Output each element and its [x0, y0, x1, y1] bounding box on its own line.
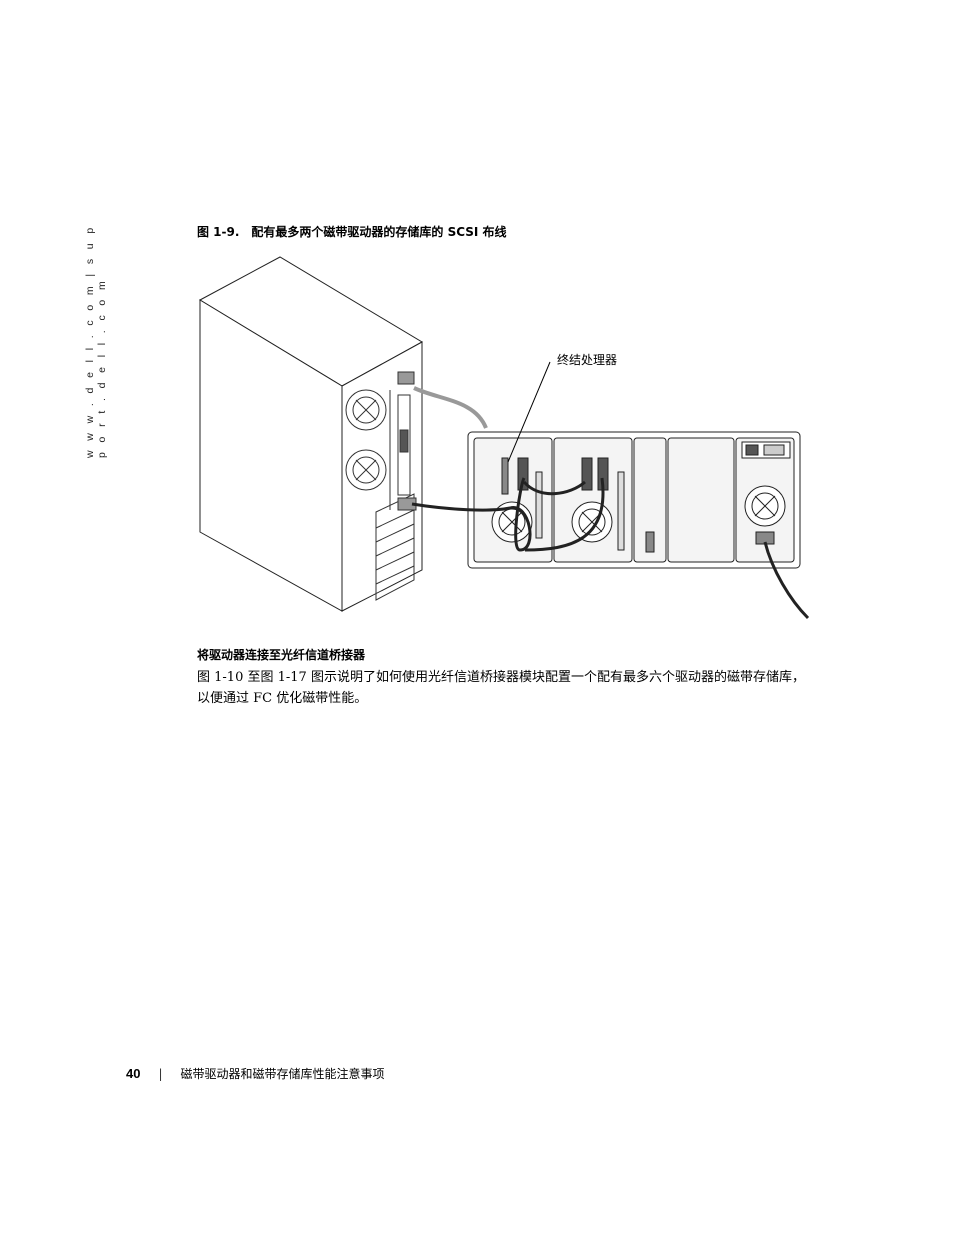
power-cable: [413, 386, 488, 429]
chapter-title: 磁带驱动器和磁带存储库性能注意事项: [180, 1067, 385, 1081]
section-heading: 将驱动器连接至光纤信道桥接器: [197, 648, 366, 662]
scsi-cable-2: [522, 480, 586, 496]
scsi-cable-1: [411, 477, 532, 552]
sidebar-url: w w w . d e l l . c o m | s u p p o r t …: [84, 224, 108, 458]
callout-leader-line: [507, 361, 551, 463]
tower-computer: [198, 256, 424, 612]
power-cord-library: [763, 541, 810, 620]
page-number: 40: [126, 1066, 141, 1081]
figure-caption: 图 1-9. 配有最多两个磁带驱动器的存储库的 SCSI 布线: [197, 223, 507, 240]
body-paragraph: 图 1-10 至图 1-17 图示说明了如何使用光纤信道桥接器模块配置一个配有最…: [197, 670, 805, 706]
figure-number: 图 1-9.: [197, 225, 240, 239]
tape-library: [467, 431, 801, 569]
footer-separator: |: [158, 1067, 163, 1081]
terminator-callout: 终结处理器: [557, 353, 618, 367]
scsi-cabling-illustration: [198, 256, 810, 620]
tower-rear-panel: [345, 371, 417, 601]
page-footer: 40 | 磁带驱动器和磁带存储库性能注意事项: [126, 1065, 385, 1082]
scsi-cable-3: [524, 477, 605, 552]
figure-title: 配有最多两个磁带驱动器的存储库的 SCSI 布线: [251, 225, 507, 239]
